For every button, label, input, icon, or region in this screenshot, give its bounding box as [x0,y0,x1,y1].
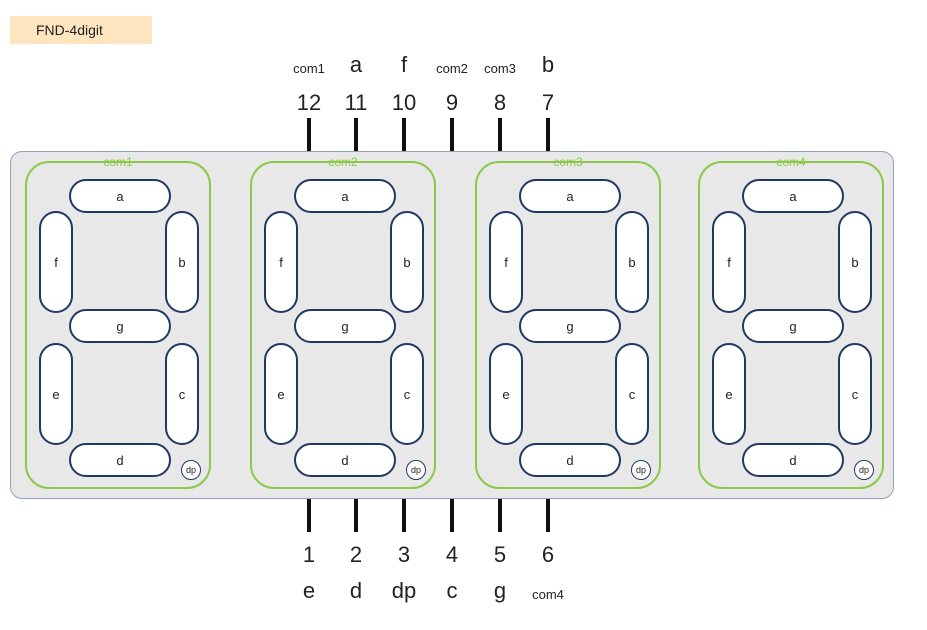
segment-e: e [712,343,746,445]
bottom-pin-number: 5 [493,542,507,567]
segment-c: c [165,343,199,445]
bottom-pin-number: 3 [397,542,411,567]
bottom-pin-signal: e [302,578,316,603]
segment-d: d [69,443,171,477]
top-pin-lead [402,118,406,151]
segment-a: a [69,179,171,213]
top-pin-signal: f [400,52,408,77]
digit-com-label: com4 [776,155,806,169]
segment-c: c [838,343,872,445]
bottom-pin-signal: d [349,578,363,603]
segment-dp: dp [854,460,874,480]
bottom-pin-lead [354,499,358,532]
top-pin-lead [546,118,550,151]
top-pin-signal: a [349,52,363,77]
bottom-pin-number: 1 [302,542,316,567]
segment-dp: dp [181,460,201,480]
segment-g: g [294,309,396,343]
bottom-pin-signal: g [493,578,507,603]
segment-a: a [519,179,621,213]
segment-b: b [838,211,872,313]
bottom-pin-signal: com4 [532,587,564,602]
segment-g: g [519,309,621,343]
bottom-pin-lead [450,499,454,532]
segment-d: d [294,443,396,477]
segment-a: a [742,179,844,213]
segment-e: e [489,343,523,445]
top-pin-number: 8 [493,90,507,115]
segment-dp: dp [406,460,426,480]
digit-com-label: com2 [328,155,358,169]
segment-f: f [712,211,746,313]
bottom-pin-lead [498,499,502,532]
top-pin-signal: com2 [436,61,468,76]
bottom-pin-number: 4 [445,542,459,567]
segment-f: f [264,211,298,313]
segment-c: c [390,343,424,445]
top-pin-signal: b [541,52,555,77]
top-pin-number: 9 [445,90,459,115]
segment-b: b [615,211,649,313]
top-pin-signal: com3 [484,61,516,76]
segment-g: g [742,309,844,343]
segment-b: b [390,211,424,313]
bottom-pin-lead [307,499,311,532]
digit-com-label: com3 [553,155,583,169]
segment-a: a [294,179,396,213]
top-pin-signal: com1 [293,61,325,76]
segment-d: d [519,443,621,477]
top-pin-lead [450,118,454,151]
top-pin-number: 12 [296,90,322,115]
diagram-title: FND-4digit [10,16,152,44]
digit-com-label: com1 [103,155,133,169]
top-pin-number: 11 [344,90,368,115]
bottom-pin-signal: c [446,578,458,603]
segment-f: f [39,211,73,313]
bottom-pin-number: 2 [349,542,363,567]
bottom-pin-signal: dp [391,578,417,603]
segment-b: b [165,211,199,313]
bottom-pin-number: 6 [541,542,555,567]
top-pin-number: 7 [541,90,555,115]
bottom-pin-lead [402,499,406,532]
segment-f: f [489,211,523,313]
segment-e: e [39,343,73,445]
top-pin-lead [498,118,502,151]
segment-d: d [742,443,844,477]
segment-c: c [615,343,649,445]
segment-dp: dp [631,460,651,480]
top-pin-lead [354,118,358,151]
bottom-pin-lead [546,499,550,532]
segment-e: e [264,343,298,445]
segment-g: g [69,309,171,343]
top-pin-lead [307,118,311,151]
top-pin-number: 10 [391,90,417,115]
